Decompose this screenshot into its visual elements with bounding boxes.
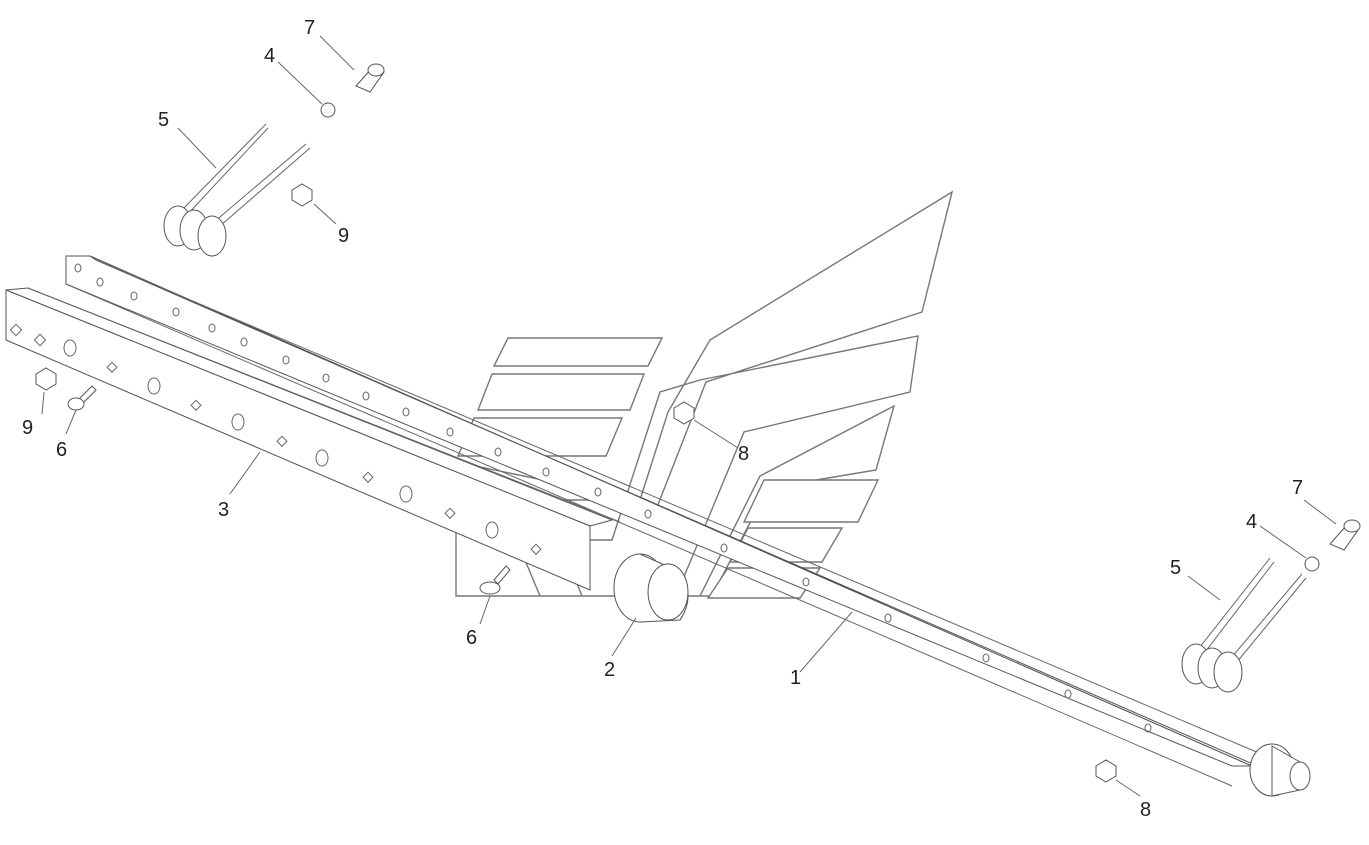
callout-8-bottom: 8 (1140, 799, 1151, 821)
spring-part-5-right (1181, 557, 1307, 693)
bushing-part-2 (613, 553, 689, 623)
callout-9-left: 9 (22, 417, 33, 439)
callout-3: 3 (218, 499, 229, 521)
nut-part-8-bottom (1095, 759, 1117, 783)
callout-1: 1 (790, 667, 801, 689)
flat-bar-part-1 (65, 255, 1311, 797)
washer-part-4-right (1304, 556, 1320, 572)
nut-part-9-left (35, 367, 57, 391)
angle-bar-part-3 (5, 287, 621, 591)
callout-5-left: 5 (158, 109, 169, 131)
bolt-part-7-right (1329, 519, 1361, 551)
callout-6-center: 6 (466, 627, 477, 649)
callout-2: 2 (604, 659, 615, 681)
callout-8-center: 8 (738, 443, 749, 465)
bolt-part-7-top (355, 63, 385, 93)
callout-9-top: 9 (338, 225, 349, 247)
callout-7-top: 7 (304, 17, 315, 39)
callout-5-right: 5 (1170, 557, 1181, 579)
nut-part-8-center (673, 401, 695, 425)
callout-4-top: 4 (264, 45, 275, 67)
leader-lines (41, 35, 1337, 797)
washer-part-4-top (320, 102, 336, 118)
spring-part-5-left (163, 123, 311, 257)
callout-4-right: 4 (1246, 511, 1257, 533)
callout-7-right: 7 (1292, 477, 1303, 499)
carriage-bolt-part-6-center (479, 565, 511, 595)
callout-6-left: 6 (56, 439, 67, 461)
nut-part-9-top (291, 183, 313, 207)
carriage-bolt-part-6-left (67, 385, 97, 411)
